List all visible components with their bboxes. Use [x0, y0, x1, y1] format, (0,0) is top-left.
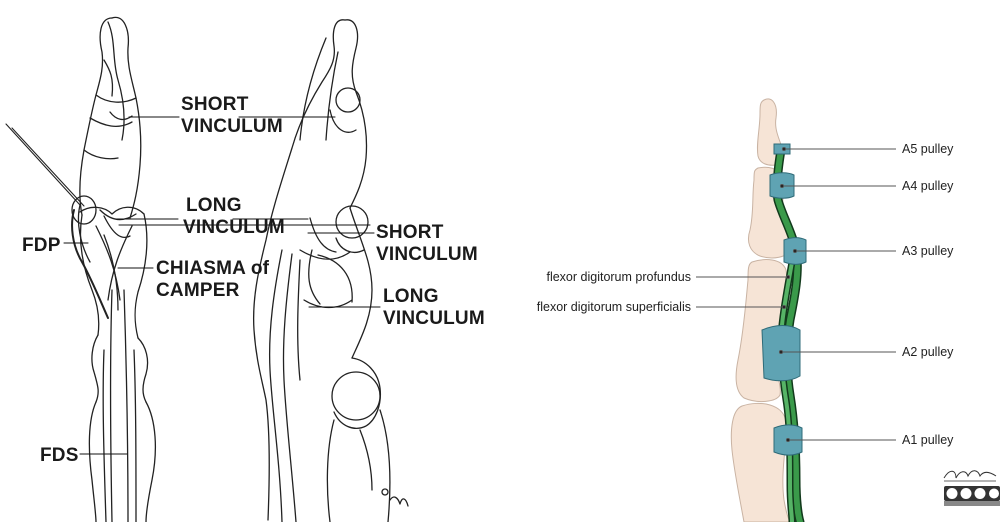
finger-lateral-view: [254, 20, 408, 522]
left-illustration: SHORT VINCULUM LONG VINCULUM SHORT VINCU…: [6, 17, 485, 522]
label-long-vinculum-l1: LONG: [186, 195, 242, 216]
label-long-vinculum-right-l1: LONG: [383, 286, 439, 307]
label-fdp-tendon: flexor digitorum profundus: [546, 270, 691, 284]
author-signature: [944, 471, 996, 481]
label-a3-pulley: A3 pulley: [902, 244, 954, 258]
label-a5-pulley: A5 pulley: [902, 142, 954, 156]
right-labels: A5 pulley A4 pulley A3 pulley A2 pulley …: [537, 142, 954, 447]
label-fds-tendon: flexor digitorum superficialis: [537, 300, 691, 314]
label-short-vinculum-right-l2: VINCULUM: [376, 244, 478, 265]
label-short-vinculum-top-l1: SHORT: [181, 94, 249, 115]
label-long-vinculum-right-l2: VINCULUM: [383, 308, 485, 329]
label-long-vinculum-l2: VINCULUM: [183, 217, 285, 238]
metacarpal: [731, 403, 790, 522]
label-chiasma-l2: CAMPER: [156, 280, 240, 301]
label-short-vinculum-top-l2: VINCULUM: [181, 116, 283, 137]
right-illustration: A5 pulley A4 pulley A3 pulley A2 pulley …: [537, 99, 1000, 522]
label-a4-pulley: A4 pulley: [902, 179, 954, 193]
label-fds: FDS: [40, 445, 79, 466]
label-chiasma-l1: CHIASMA of: [156, 258, 270, 279]
cc-license-badge: [944, 486, 1000, 506]
label-fdp: FDP: [22, 235, 61, 256]
label-a1-pulley: A1 pulley: [902, 433, 954, 447]
label-short-vinculum-right-l1: SHORT: [376, 222, 444, 243]
label-a2-pulley: A2 pulley: [902, 345, 954, 359]
finger-palmar-view: [6, 17, 155, 522]
